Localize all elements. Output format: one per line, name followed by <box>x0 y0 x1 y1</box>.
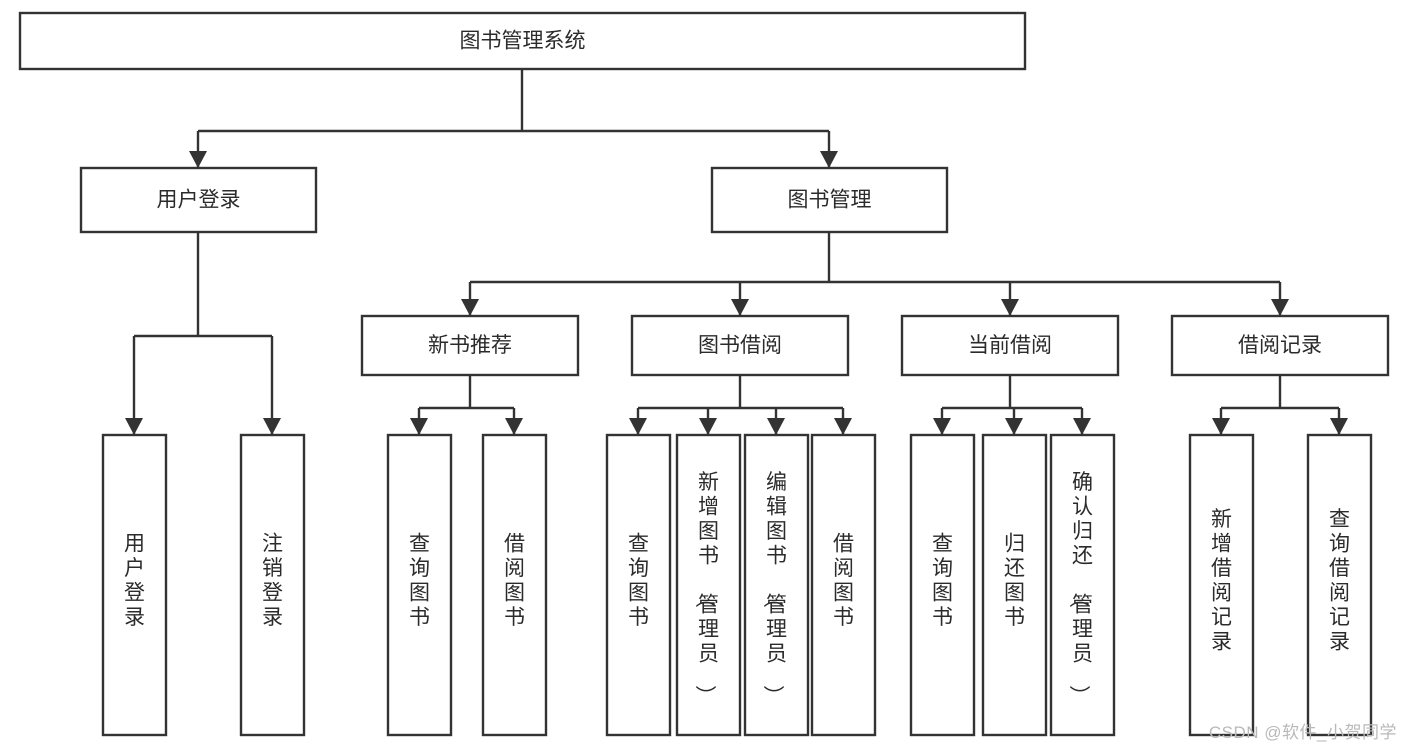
node-box <box>79 166 318 234</box>
node-label: 查询图书 <box>628 532 649 629</box>
arrow-head-icon <box>263 418 281 435</box>
node-box <box>743 433 810 737</box>
arrow-head-icon <box>1001 299 1019 316</box>
node-label: 新书推荐 <box>428 334 512 357</box>
node-box <box>101 433 168 737</box>
arrow-head-icon <box>461 299 479 316</box>
node-edit-book-admin[interactable]: 编辑图书（管理员） <box>743 433 810 737</box>
arrow-head-icon <box>1330 418 1348 435</box>
node-label: 借阅图书 <box>833 532 854 629</box>
arrow-head-icon <box>505 418 523 435</box>
watermark-label: CSDN @软件_小贺同学 <box>1208 723 1397 742</box>
node-label: 编辑图书（管理员） <box>761 471 787 706</box>
node-label: 图书管理 <box>788 189 872 212</box>
arrow-head-icon <box>1005 418 1023 435</box>
arrow-head-icon <box>820 151 838 168</box>
node-borrow-record[interactable]: 借阅记录 <box>1170 314 1390 377</box>
node-borrow-book[interactable]: 借阅图书 <box>481 433 548 737</box>
node-borrow-book[interactable]: 借阅图书 <box>810 433 877 737</box>
node-label: 查询借阅记录 <box>1329 508 1350 654</box>
node-confirm-return-admin[interactable]: 确认归还（管理员） <box>1049 433 1116 737</box>
arrow-head-icon <box>1212 418 1230 435</box>
node-user-login[interactable]: 用户登录 <box>79 166 318 234</box>
node-label: 用户登录 <box>157 189 241 212</box>
node-logout[interactable]: 注销登录 <box>239 433 306 737</box>
node-add-book-admin[interactable]: 新增图书（管理员） <box>675 433 742 737</box>
arrow-head-icon <box>834 418 852 435</box>
arrow-head-icon <box>629 418 647 435</box>
node-box <box>675 433 742 737</box>
node-book-management[interactable]: 图书管理 <box>710 166 949 234</box>
node-box <box>900 314 1120 377</box>
node-label: 确认归还（管理员） <box>1067 471 1093 706</box>
node-box <box>630 314 850 377</box>
node-box <box>810 433 877 737</box>
node-box <box>909 433 976 737</box>
node-box <box>18 11 1027 71</box>
arrow-head-icon <box>189 151 207 168</box>
node-book-management-system[interactable]: 图书管理系统 <box>18 11 1027 71</box>
node-return-book[interactable]: 归还图书 <box>981 433 1048 737</box>
node-query-borrow-record[interactable]: 查询借阅记录 <box>1306 433 1373 737</box>
node-label: 图书管理系统 <box>460 30 586 53</box>
node-label: 查询图书 <box>409 532 430 629</box>
node-query-book[interactable]: 查询图书 <box>605 433 672 737</box>
connector-layer <box>125 69 1348 435</box>
node-box <box>710 166 949 234</box>
node-new-book-recommend[interactable]: 新书推荐 <box>360 314 580 377</box>
node-box <box>360 314 580 377</box>
node-layer: 图书管理系统用户登录图书管理新书推荐图书借阅当前借阅借阅记录用户登录注销登录查询… <box>18 11 1390 737</box>
node-label: 查询图书 <box>932 532 953 629</box>
node-label: 新增借阅记录 <box>1211 508 1232 654</box>
arrow-head-icon <box>933 418 951 435</box>
node-box <box>1306 433 1373 737</box>
arrow-head-icon <box>1271 299 1289 316</box>
node-box <box>605 433 672 737</box>
node-label: 借阅记录 <box>1238 334 1322 357</box>
node-box <box>1188 433 1255 737</box>
node-book-borrow[interactable]: 图书借阅 <box>630 314 850 377</box>
node-box <box>1049 433 1116 737</box>
node-query-book[interactable]: 查询图书 <box>386 433 453 737</box>
node-label: 用户登录 <box>124 532 145 629</box>
node-box <box>981 433 1048 737</box>
node-current-borrow[interactable]: 当前借阅 <box>900 314 1120 377</box>
arrow-head-icon <box>410 418 428 435</box>
node-query-book[interactable]: 查询图书 <box>909 433 976 737</box>
arrow-head-icon <box>731 299 749 316</box>
node-label: 注销登录 <box>262 532 283 629</box>
arrow-head-icon <box>1073 418 1091 435</box>
node-box <box>481 433 548 737</box>
node-add-borrow-record[interactable]: 新增借阅记录 <box>1188 433 1255 737</box>
arrow-head-icon <box>125 418 143 435</box>
node-user-login[interactable]: 用户登录 <box>101 433 168 737</box>
node-label: 当前借阅 <box>968 334 1052 357</box>
node-label: 借阅图书 <box>504 532 525 629</box>
arrow-head-icon <box>699 418 717 435</box>
node-label: 新增图书（管理员） <box>693 471 719 706</box>
node-label: 归还图书 <box>1004 532 1025 629</box>
node-label: 图书借阅 <box>698 334 782 357</box>
node-box <box>239 433 306 737</box>
node-box <box>1170 314 1390 377</box>
node-box <box>386 433 453 737</box>
arrow-head-icon <box>767 418 785 435</box>
